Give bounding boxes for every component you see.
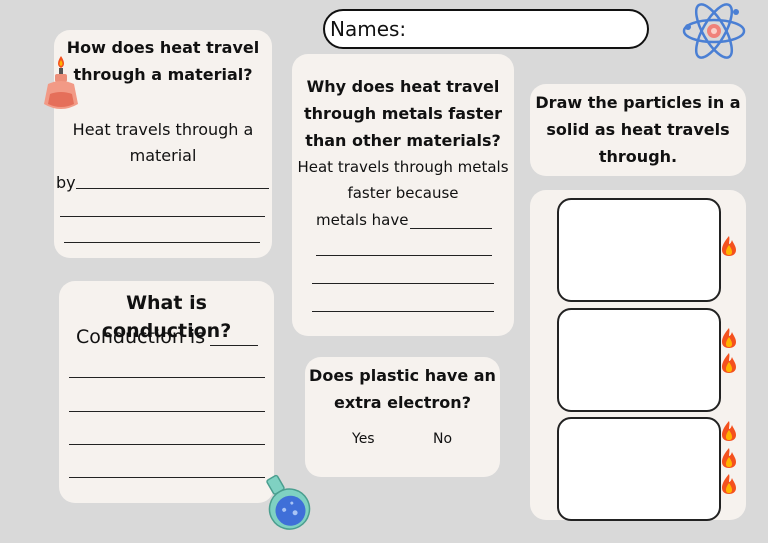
yes-option[interactable]: Yes — [352, 431, 375, 447]
answer-line[interactable] — [312, 311, 494, 312]
answer-line[interactable] — [312, 283, 494, 284]
metals-title-line2: through metals faster — [304, 104, 502, 123]
draw-particles-title-line3: through. — [598, 147, 678, 166]
flask-icon — [266, 474, 311, 530]
fire-icon — [722, 448, 736, 468]
fire-icon — [722, 236, 736, 256]
conduction-card: What is conduction? Conduction is — [59, 281, 274, 503]
answer-line[interactable] — [410, 228, 492, 229]
drawing-box-1[interactable] — [557, 198, 721, 302]
answer-line[interactable] — [210, 345, 258, 346]
answer-line[interactable] — [69, 377, 265, 378]
drawing-area-card — [530, 190, 746, 521]
draw-particles-title-line1: Draw the particles in a — [535, 93, 741, 112]
answer-line[interactable] — [69, 411, 265, 412]
drawing-box-2[interactable] — [557, 308, 721, 412]
heat-travel-card: How does heat travel through a material?… — [54, 30, 272, 258]
metals-title-line1: Why does heat travel — [306, 77, 500, 96]
metals-text-line2: faster because — [347, 184, 459, 202]
heat-travel-text-line1: Heat travels through a — [72, 120, 254, 139]
names-field[interactable]: Names: — [323, 9, 649, 49]
answer-line[interactable] — [316, 255, 492, 256]
answer-line[interactable] — [60, 216, 265, 217]
drawing-box-3[interactable] — [557, 417, 721, 521]
metals-text-line3: metals have — [316, 211, 409, 229]
heat-travel-by-label: by — [56, 173, 76, 192]
answer-line[interactable] — [64, 242, 260, 243]
fire-icon — [722, 328, 736, 348]
heat-travel-title-line1: How does heat travel — [66, 38, 260, 57]
atom-icon — [682, 3, 746, 59]
no-option[interactable]: No — [433, 431, 453, 447]
metals-text-line1: Heat travels through metals — [297, 158, 509, 176]
plastic-title-line2: extra electron? — [334, 393, 471, 412]
fire-icon — [722, 474, 736, 494]
conduction-title: What is conduction? — [101, 292, 232, 342]
answer-line[interactable] — [69, 444, 265, 445]
metals-title-line3: than other materials? — [305, 131, 501, 150]
plastic-title-line1: Does plastic have an — [309, 366, 496, 385]
names-label: Names: — [330, 17, 407, 41]
lamp-bottle-icon — [44, 56, 78, 109]
fire-icon — [722, 421, 736, 441]
answer-line[interactable] — [76, 188, 269, 189]
plastic-card: Does plastic have an extra electron? Yes… — [305, 357, 500, 477]
fire-icon — [722, 353, 736, 373]
heat-travel-text-line2: material — [129, 146, 197, 165]
answer-line[interactable] — [69, 477, 265, 478]
draw-particles-card: Draw the particles in a solid as heat tr… — [530, 84, 746, 176]
conduction-text: Conduction is — [76, 326, 206, 348]
draw-particles-title-line2: solid as heat travels — [546, 120, 730, 139]
metals-card: Why does heat travel through metals fast… — [292, 54, 514, 336]
heat-travel-title-line2: through a material? — [73, 65, 253, 84]
